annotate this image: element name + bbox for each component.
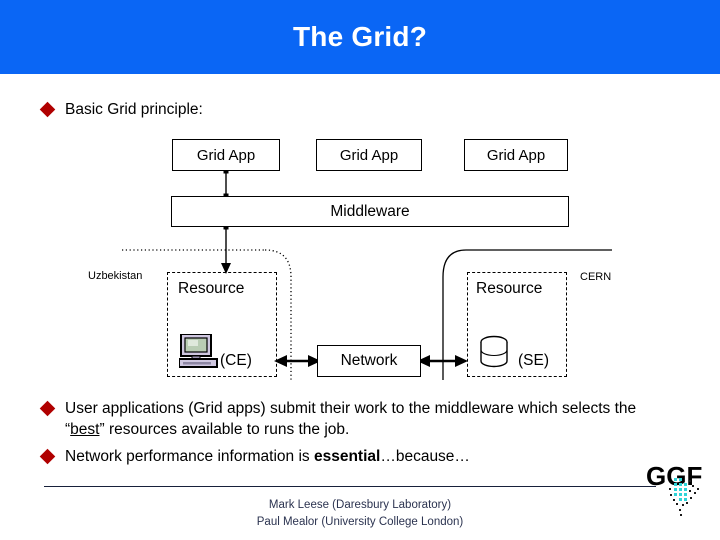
arrowhead-right-se-icon: [455, 355, 468, 367]
ce-element-label: (CE): [220, 352, 252, 369]
middleware-label: Middleware: [330, 202, 410, 220]
bullet3-part2: …because…: [380, 448, 470, 465]
site-label-cern: CERN: [580, 271, 612, 283]
arrowhead-right-ce-icon: [308, 355, 321, 367]
grid-app-box-2-label: Grid App: [339, 146, 399, 164]
diamond-bullet-icon: [39, 448, 56, 465]
grid-app-box-3[interactable]: Grid App: [464, 139, 568, 171]
bullet-network-performance: Network performance information is essen…: [39, 446, 672, 467]
diamond-bullet-icon: [39, 400, 56, 417]
grid-app-box-1[interactable]: Grid App: [172, 139, 280, 171]
bullet2-part1: User applications (Grid apps) submit the…: [65, 400, 637, 438]
arrowhead-left-se-icon: [417, 355, 430, 367]
middleware-box[interactable]: Middleware: [171, 196, 569, 227]
grid-app-box-3-label: Grid App: [486, 146, 546, 164]
ggf-logo: GGF: [646, 461, 702, 516]
ggf-logo-speckles: [669, 480, 699, 516]
se-element-label: (SE): [518, 352, 549, 369]
bullet-user-applications-text: User applications (Grid apps) submit the…: [65, 398, 672, 440]
resource-region-uzbekistan[interactable]: [167, 272, 277, 377]
arrowhead-left-ce-icon: [274, 355, 287, 367]
footer-divider: [44, 486, 656, 487]
site-label-uzbekistan: Uzbekistan: [88, 270, 143, 282]
grid-app-box-1-label: Grid App: [196, 146, 256, 164]
bullet-network-performance-text: Network performance information is essen…: [65, 446, 470, 467]
title-banner: The Grid?: [0, 0, 720, 74]
boundary-curve-left: [264, 249, 292, 380]
footer-author-line-1: Mark Leese (Daresbury Laboratory): [268, 499, 452, 511]
bullet3-part1: Network performance information is: [65, 448, 314, 465]
resource-region-cern[interactable]: [467, 272, 567, 377]
footer-author-line-2: Paul Mealor (University College London): [256, 516, 464, 528]
bullet-basic-principle: Basic Grid principle:: [39, 99, 203, 120]
connector-node-top: [223, 168, 229, 174]
bullet-user-applications: User applications (Grid apps) submit the…: [39, 398, 672, 440]
network-label: Network: [340, 352, 398, 369]
connector-node-bottom: [223, 224, 229, 230]
bullet3-emphasis-essential: essential: [313, 448, 381, 465]
ggf-logo-dots: [674, 478, 687, 501]
page-title: The Grid?: [292, 21, 428, 52]
bullet2-emphasis-best: best: [70, 421, 100, 438]
database-icon: [480, 335, 508, 368]
connector-node-mid: [223, 193, 229, 199]
resource-label-left: Resource: [178, 280, 245, 297]
arrowhead-down-icon: [221, 263, 231, 274]
resource-label-right: Resource: [476, 280, 543, 297]
bullet2-part2: ” resources available to runs the job.: [99, 421, 350, 438]
network-box[interactable]: Network: [317, 345, 421, 377]
bullet-basic-principle-text: Basic Grid principle:: [65, 101, 203, 118]
grid-app-box-2[interactable]: Grid App: [316, 139, 422, 171]
computer-icon: [179, 334, 218, 368]
boundary-curve-right: [442, 249, 612, 380]
diamond-bullet-icon: [39, 101, 56, 118]
